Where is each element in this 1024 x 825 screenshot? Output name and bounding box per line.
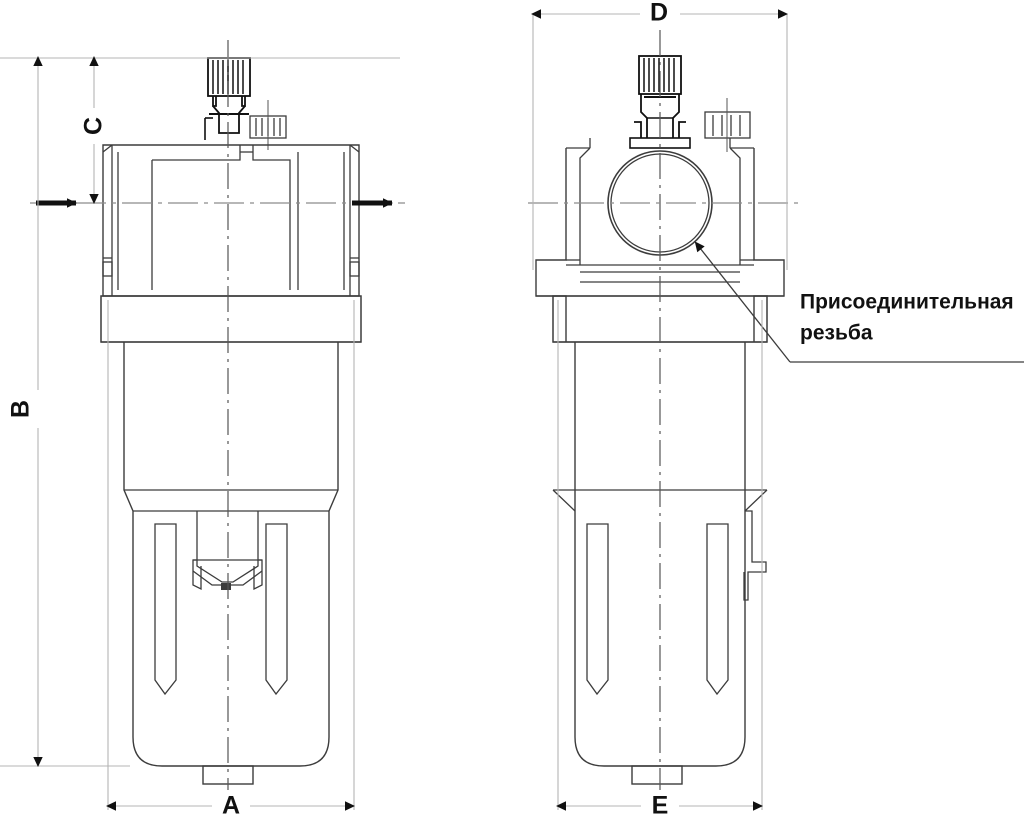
dimension-label-D: D: [650, 0, 668, 27]
dimension-label-E: E: [652, 792, 669, 820]
dimension-label-C: C: [80, 117, 108, 135]
dimension-label-A: A: [222, 792, 240, 820]
knurled-fill-plug: [249, 100, 287, 150]
dimension-label-B: B: [7, 400, 35, 418]
bowl-sight-windows: [154, 523, 288, 696]
side-knurled-fill-plug: [704, 98, 751, 152]
dimension-B: B: [7, 56, 52, 767]
bowl-collar-flange: [100, 295, 362, 343]
dimension-E: E: [556, 790, 763, 822]
connection-thread-annotation: Присоединительная резьба: [694, 241, 1024, 363]
front-extension-lines: [0, 57, 400, 810]
side-bottom-drain-boss: [631, 765, 683, 785]
dimension-D: D: [531, 0, 788, 30]
dimension-A: A: [106, 790, 355, 822]
annotation-line-1: Присоединительная: [800, 291, 1014, 314]
side-extension-lines: [532, 14, 788, 810]
side-bowl-sight-windows: [586, 523, 729, 696]
front-view: [100, 40, 362, 800]
side-valve-body: [535, 138, 785, 342]
annotation-line-2: резьба: [800, 322, 873, 345]
dimension-C: C: [80, 56, 110, 204]
side-drain-lever: [743, 510, 767, 601]
